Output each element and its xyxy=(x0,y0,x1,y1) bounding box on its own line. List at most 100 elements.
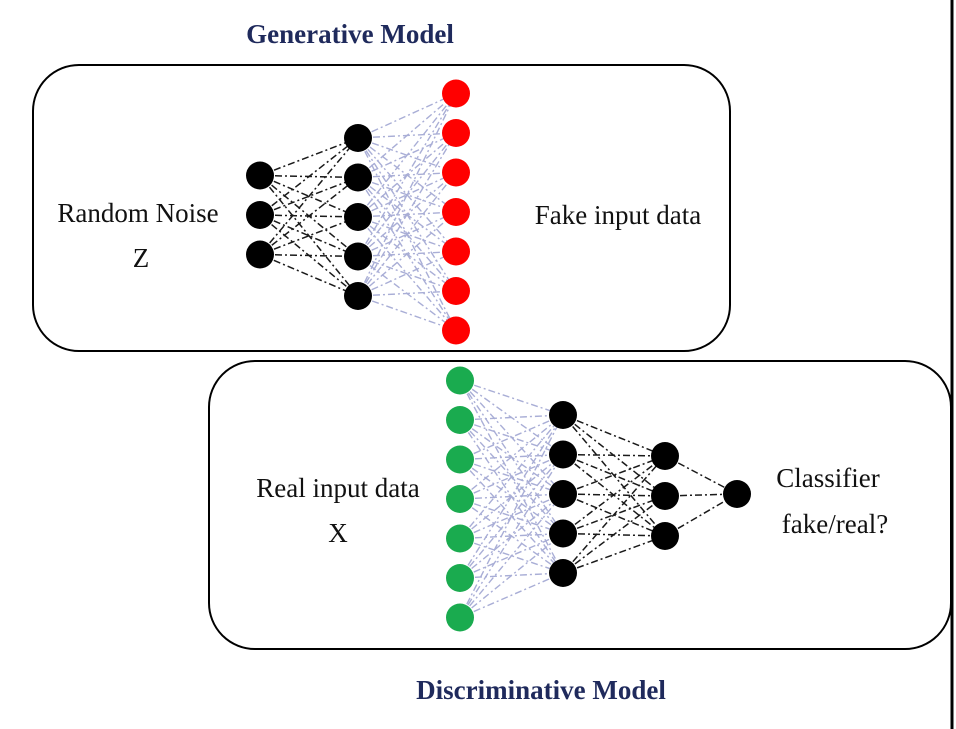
connection-edge xyxy=(459,414,564,421)
fake-input-data-label: Fake input data xyxy=(535,200,701,230)
connection-edge xyxy=(459,458,564,495)
connection-edge xyxy=(259,137,359,255)
connection-edge xyxy=(357,93,457,218)
connection-edge xyxy=(259,216,359,256)
connection-edge xyxy=(259,174,359,218)
connection-edge xyxy=(357,132,457,257)
connection-edge xyxy=(259,176,359,256)
random-noise-label: Random Noise xyxy=(57,198,218,228)
connection-edge xyxy=(357,92,457,179)
discriminative-model-box xyxy=(208,360,952,650)
connection-edge xyxy=(357,172,457,297)
discriminative-model: Real input data X Classifier fake/real? … xyxy=(208,360,952,705)
connection-edge xyxy=(357,171,457,218)
connection-edge xyxy=(562,495,666,574)
fake-real-question-label: fake/real? xyxy=(782,509,888,539)
hidden-node xyxy=(344,163,372,192)
connection-edge xyxy=(664,455,738,495)
connection-edge xyxy=(357,137,457,252)
classifier-output-node xyxy=(723,480,751,508)
fake-output-node xyxy=(442,277,470,305)
fake-output-node xyxy=(442,198,470,226)
connection-edge xyxy=(357,177,457,292)
connection-edge xyxy=(357,132,457,297)
connection-edge xyxy=(459,532,564,619)
connection-edge xyxy=(357,92,457,139)
hidden-1-node xyxy=(549,559,577,587)
connection-edge xyxy=(459,414,564,500)
hidden-1-node xyxy=(549,480,577,508)
connection-edge xyxy=(459,379,564,416)
generative-model-box xyxy=(32,64,731,352)
hidden-2-node xyxy=(651,442,679,470)
hidden-2-node xyxy=(651,522,679,550)
connection-edge xyxy=(357,295,457,332)
real-input-symbol: X xyxy=(328,518,348,548)
connection-edge xyxy=(357,132,457,179)
fake-output-node xyxy=(442,119,470,147)
discriminative-nodes xyxy=(446,366,751,632)
connection-edge xyxy=(459,537,564,574)
hidden-1-node xyxy=(549,440,577,469)
generative-edges xyxy=(259,92,457,332)
connection-edge xyxy=(459,493,564,618)
connection-edge xyxy=(459,419,564,456)
fake-output-node xyxy=(442,316,470,345)
connection-edge xyxy=(562,495,666,535)
noise-node xyxy=(246,240,274,269)
fake-output-node xyxy=(442,237,470,266)
connection-edge xyxy=(562,453,666,457)
real-input-node xyxy=(446,564,474,592)
connection-edge xyxy=(562,455,666,574)
connection-edge xyxy=(259,137,359,216)
hidden-1-node xyxy=(549,401,577,429)
connection-edge xyxy=(259,253,359,258)
connection-edge xyxy=(357,255,457,292)
real-input-node xyxy=(446,603,474,632)
connection-edge xyxy=(459,414,564,579)
connection-edge xyxy=(357,93,457,257)
connection-edge xyxy=(459,572,564,619)
connection-edge xyxy=(259,214,359,258)
connection-edge xyxy=(562,455,666,495)
real-input-node xyxy=(446,485,474,513)
connection-edge xyxy=(562,535,666,574)
hidden-node xyxy=(344,124,372,152)
connection-edge xyxy=(664,493,738,537)
generative-model-title: Generative Model xyxy=(246,19,454,49)
connection-edge xyxy=(259,137,359,177)
hidden-node xyxy=(344,242,372,271)
connection-edge xyxy=(459,414,564,461)
connection-edge xyxy=(357,290,457,297)
fake-output-node xyxy=(442,158,470,187)
generative-model: Generative Model Random Noise Z Fake inp… xyxy=(32,19,731,352)
connection-edge xyxy=(562,453,666,497)
real-input-node xyxy=(446,406,474,434)
fake-output-node xyxy=(442,79,470,108)
connection-edge xyxy=(459,454,564,618)
noise-node xyxy=(246,201,274,229)
connection-edge xyxy=(459,454,564,579)
noise-node xyxy=(246,161,274,190)
real-input-node xyxy=(446,524,474,553)
discriminative-edges xyxy=(459,379,738,619)
real-input-node xyxy=(446,366,474,395)
connection-edge xyxy=(459,414,564,539)
connection-edge xyxy=(459,498,564,535)
hidden-node xyxy=(344,282,372,310)
hidden-1-node xyxy=(549,519,577,548)
noise-symbol: Z xyxy=(133,243,150,273)
generative-nodes xyxy=(246,79,470,345)
connection-edge xyxy=(357,216,457,331)
connection-edge xyxy=(259,253,359,297)
connection-edge xyxy=(357,250,457,297)
classifier-label: Classifier xyxy=(776,463,879,493)
connection-edge xyxy=(357,211,457,297)
connection-edge xyxy=(259,176,359,216)
hidden-node xyxy=(344,203,372,231)
connection-edge xyxy=(562,455,666,535)
hidden-2-node xyxy=(651,482,679,510)
real-input-data-label: Real input data xyxy=(256,473,419,503)
discriminative-model-title: Discriminative Model xyxy=(416,675,666,705)
